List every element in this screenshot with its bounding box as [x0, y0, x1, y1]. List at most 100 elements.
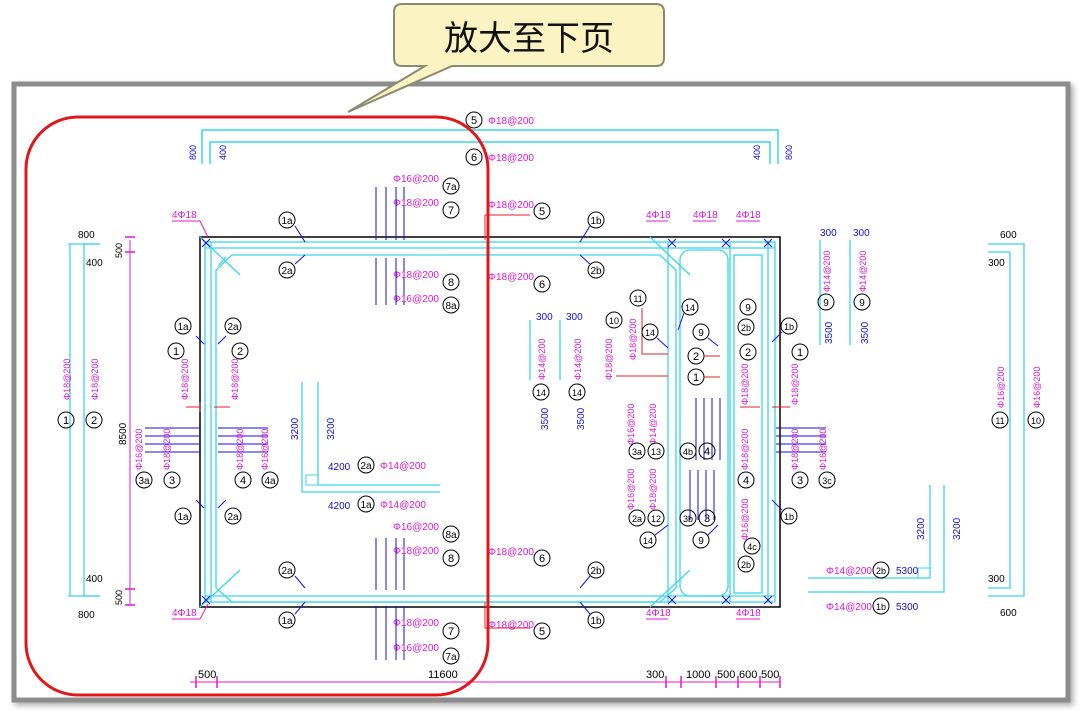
svg-text:Φ18@200: Φ18@200: [180, 359, 190, 400]
svg-text:14: 14: [685, 303, 695, 313]
svg-text:Φ16@200: Φ16@200: [1032, 367, 1042, 408]
svg-text:Φ14@200: Φ14@200: [826, 566, 872, 577]
svg-text:Φ14@200: Φ14@200: [826, 602, 872, 613]
svg-text:5300: 5300: [896, 602, 919, 613]
svg-text:Φ16@200: Φ16@200: [626, 404, 636, 445]
svg-text:Φ18@200: Φ18@200: [790, 429, 800, 470]
svg-text:8: 8: [448, 553, 454, 565]
svg-text:2a: 2a: [360, 461, 372, 472]
svg-text:4Φ18: 4Φ18: [693, 210, 718, 221]
svg-text:4: 4: [240, 475, 246, 487]
svg-text:9: 9: [698, 328, 704, 339]
svg-text:300: 300: [853, 228, 870, 239]
svg-text:12: 12: [651, 514, 661, 524]
svg-text:Φ14@200: Φ14@200: [380, 461, 426, 472]
svg-text:3a: 3a: [138, 476, 150, 487]
slab-outline: [199, 236, 781, 608]
svg-text:400: 400: [86, 258, 103, 269]
svg-text:3200: 3200: [916, 517, 927, 540]
svg-text:5300: 5300: [896, 566, 919, 577]
svg-text:800: 800: [78, 230, 95, 241]
svg-text:Φ16@200: Φ16@200: [996, 367, 1006, 408]
svg-text:500: 500: [114, 243, 124, 258]
svg-text:4c: 4c: [747, 542, 757, 552]
svg-text:4Φ18: 4Φ18: [172, 608, 197, 619]
svg-text:6: 6: [539, 553, 545, 565]
svg-text:4200: 4200: [328, 462, 351, 473]
svg-text:5: 5: [539, 626, 545, 638]
svg-text:500: 500: [114, 590, 124, 605]
svg-text:3: 3: [704, 513, 710, 525]
svg-text:10: 10: [1031, 416, 1041, 426]
svg-text:800: 800: [188, 145, 198, 160]
svg-text:800: 800: [784, 145, 794, 160]
svg-text:1: 1: [797, 347, 803, 359]
svg-text:1b: 1b: [784, 512, 794, 522]
svg-text:300: 300: [566, 312, 583, 323]
svg-text:4b: 4b: [683, 447, 693, 457]
svg-text:3500: 3500: [576, 407, 587, 430]
svg-text:Φ18@200: Φ18@200: [628, 319, 638, 360]
svg-text:2: 2: [91, 415, 97, 427]
svg-text:5: 5: [539, 206, 545, 218]
svg-text:4: 4: [743, 475, 749, 487]
svg-text:7a: 7a: [445, 182, 457, 193]
svg-text:600: 600: [1000, 230, 1017, 241]
svg-text:3c: 3c: [822, 476, 832, 486]
svg-text:Φ18@200: Φ18@200: [62, 359, 72, 400]
svg-text:800: 800: [78, 610, 95, 621]
svg-text:500: 500: [761, 669, 779, 681]
svg-text:Φ18@200: Φ18@200: [235, 429, 245, 470]
svg-text:4: 4: [704, 446, 710, 458]
svg-text:500: 500: [198, 669, 216, 681]
svg-text:Φ14@200: Φ14@200: [537, 339, 547, 380]
svg-text:Φ18@200: Φ18@200: [230, 359, 240, 400]
callout-bubble: 放大至下页: [347, 3, 665, 113]
left-dimensions: 800 400 500 8500 400 800 500 1 Φ18@200 2…: [57, 210, 209, 621]
svg-text:Φ14@200: Φ14@200: [822, 251, 832, 292]
svg-text:Φ16@200: Φ16@200: [260, 429, 270, 470]
svg-text:1: 1: [63, 415, 69, 427]
svg-text:Φ18@200: Φ18@200: [393, 270, 439, 281]
svg-text:3200: 3200: [952, 517, 963, 540]
svg-text:11: 11: [633, 294, 642, 304]
svg-text:2a: 2a: [632, 514, 642, 524]
svg-text:1: 1: [173, 346, 179, 358]
svg-text:400: 400: [86, 574, 103, 585]
svg-text:1b: 1b: [590, 216, 602, 227]
svg-text:Φ18@200: Φ18@200: [488, 200, 534, 211]
callout-text: 放大至下页: [444, 20, 614, 58]
svg-text:Φ14@200: Φ14@200: [648, 404, 658, 445]
svg-text:1b: 1b: [590, 616, 602, 627]
svg-text:400: 400: [218, 145, 228, 160]
svg-text:4Φ18: 4Φ18: [736, 210, 761, 221]
svg-text:Φ18@200: Φ18@200: [488, 547, 534, 558]
svg-text:4Φ18: 4Φ18: [172, 210, 197, 221]
svg-text:Φ18@200: Φ18@200: [488, 620, 534, 631]
svg-text:9: 9: [859, 298, 865, 309]
svg-text:3: 3: [169, 475, 175, 487]
svg-text:3a: 3a: [632, 447, 642, 457]
right-chamber: 4Φ18 4Φ18 4Φ18 4Φ18 4Φ18 300 300 3500 35…: [529, 210, 836, 620]
svg-text:3200: 3200: [326, 417, 337, 440]
svg-text:2a: 2a: [281, 266, 293, 277]
svg-text:7: 7: [448, 626, 454, 638]
svg-text:Φ16@200: Φ16@200: [818, 429, 828, 470]
svg-text:2a: 2a: [281, 566, 293, 577]
svg-text:14: 14: [572, 388, 582, 398]
svg-text:300: 300: [536, 312, 553, 323]
svg-text:Φ16@200: Φ16@200: [393, 294, 439, 305]
svg-text:Φ14@200: Φ14@200: [858, 251, 868, 292]
svg-text:3200: 3200: [290, 417, 301, 440]
svg-text:1: 1: [693, 372, 699, 384]
svg-text:1000: 1000: [686, 669, 710, 681]
svg-text:300: 300: [988, 258, 1005, 269]
top-rebar-stack: Φ16@200 7a Φ18@200 7 Φ18@200 8 Φ16@200 8…: [375, 174, 460, 314]
svg-text:4Φ18: 4Φ18: [736, 608, 761, 619]
svg-text:10: 10: [609, 316, 619, 326]
svg-text:600: 600: [739, 669, 757, 681]
svg-text:1a: 1a: [360, 500, 372, 511]
svg-text:8500: 8500: [118, 422, 129, 445]
